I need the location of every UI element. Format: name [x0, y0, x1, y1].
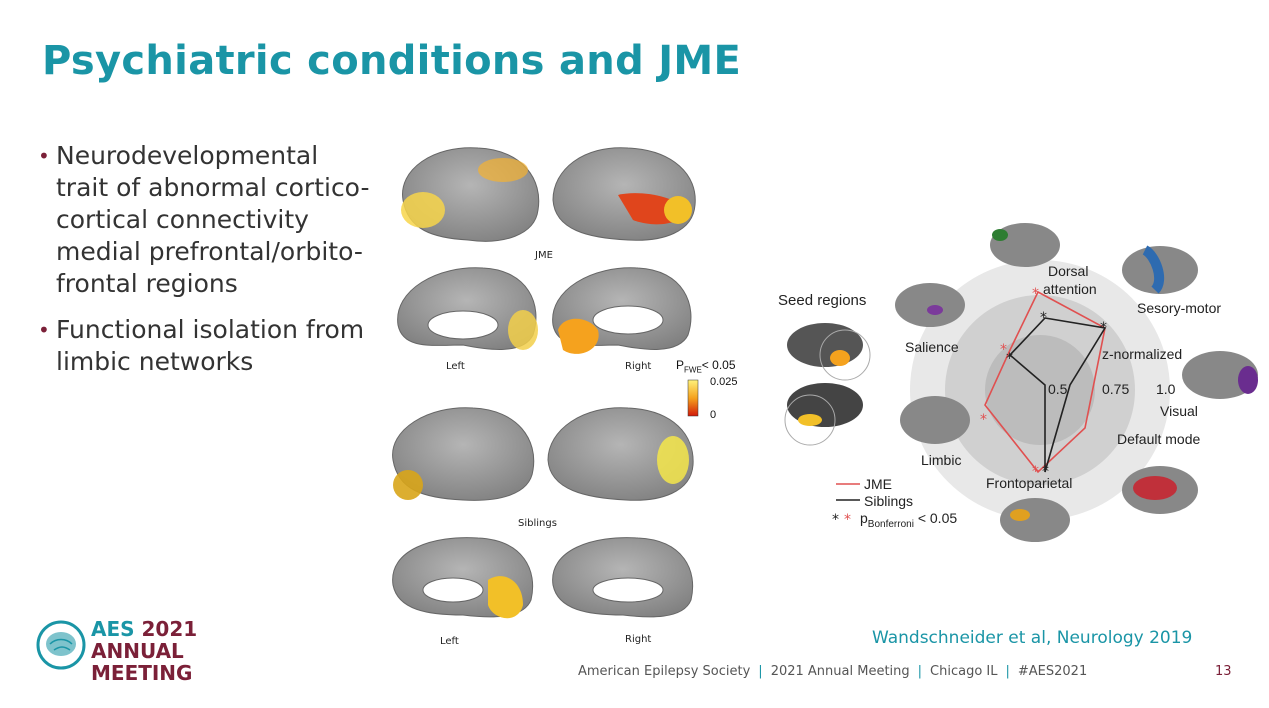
brain-siblings-medial-right — [552, 537, 694, 618]
group-label-siblings: Siblings — [518, 518, 557, 529]
brain-jme-lateral-right — [552, 147, 696, 241]
brain-sensory-motor-icon — [1122, 245, 1198, 294]
legend-pvalue-suffix: < 0.05 — [917, 510, 958, 526]
brain-jme-medial-left — [397, 267, 538, 350]
legend-pvalue: pBonferroni < 0.05 — [860, 510, 957, 530]
slide-title: Psychiatric conditions and JME — [42, 38, 742, 84]
star-siblings: * — [1100, 320, 1107, 336]
legend-siblings: Siblings — [864, 493, 914, 509]
star-siblings: * — [1042, 464, 1049, 480]
network-label-sensory-motor: Sesory-motor — [1137, 300, 1222, 316]
aes-logo: AES 2021 ANNUAL MEETING — [36, 618, 216, 690]
hemisphere-label-left: Left — [446, 361, 465, 372]
star-jme: * — [1032, 464, 1039, 480]
star-jme: * — [1000, 342, 1007, 358]
colorbar-tick-bottom: 0 — [710, 409, 717, 421]
brain-frontoparietal-icon — [1000, 498, 1070, 542]
seed-brain-icon — [787, 323, 871, 381]
footer: American Epilepsy Society | 2021 Annual Me… — [578, 664, 1087, 679]
legend-star-jme: * — [844, 512, 851, 528]
brain-siblings-medial-left — [392, 537, 534, 619]
legend-pvalue-sub: Bonferroni — [867, 518, 914, 530]
bullet-text: Neurodevelopmental trait of abnormal cor… — [56, 141, 370, 298]
logo-aes: AES — [91, 617, 135, 641]
legend-pvalue-prefix: p — [860, 510, 868, 526]
brain-siblings-lateral-right — [547, 407, 694, 501]
bullet-item: • Neurodevelopmental trait of abnormal c… — [38, 140, 378, 300]
radar-tick: 1.0 — [1156, 381, 1176, 397]
brain-visual-icon — [1182, 351, 1258, 399]
bullet-list: • Neurodevelopmental trait of abnormal c… — [38, 140, 378, 392]
brain-default-mode-icon — [1122, 466, 1198, 514]
hemisphere-label-right: Right — [625, 361, 652, 372]
logo-line-3: MEETING — [91, 661, 193, 685]
brain-dorsal-attention-icon — [990, 223, 1060, 267]
network-label-salience: Salience — [905, 339, 959, 355]
network-radar-figure: * * * * * * * * * * — [784, 223, 1258, 542]
z-normalized-label: z-normalized — [1102, 346, 1183, 362]
legend-star-siblings: * — [832, 512, 839, 528]
siblings-line — [1008, 317, 1107, 473]
footer-hashtag: #AES2021 — [1017, 664, 1088, 679]
logo-line-2: ANNUAL — [91, 639, 184, 663]
footer-separator: | — [917, 664, 923, 679]
network-label-dorsal-2: attention — [1043, 281, 1097, 297]
brain-maps-figure — [392, 147, 699, 619]
footer-separator: | — [758, 664, 763, 679]
page-number: 13 — [1215, 664, 1232, 679]
colorbar-tick-top: 0.025 — [710, 376, 738, 388]
brain-jme-lateral-left — [401, 147, 540, 242]
colorbar-title-p: P — [676, 358, 685, 372]
legend-jme: JME — [864, 476, 892, 492]
star-jme: * — [980, 412, 987, 428]
footer-separator: | — [1005, 664, 1010, 679]
footer-meeting: 2021 Annual Meeting — [770, 664, 910, 679]
colorbar-title: PFWE< 0.05 — [676, 358, 736, 374]
radar-tick: 0.75 — [1102, 381, 1130, 397]
network-label-default-mode: Default mode — [1117, 431, 1201, 447]
seed-regions-label: Seed regions — [778, 292, 867, 309]
logo-line-1: AES 2021 — [91, 618, 197, 640]
network-label-frontoparietal: Frontoparietal — [986, 475, 1073, 491]
radar-ring-inner — [985, 335, 1095, 445]
network-label-visual: Visual — [1160, 403, 1198, 419]
bullet-item: • Functional isolation from limbic netwo… — [38, 314, 378, 378]
brain-salience-icon — [895, 283, 965, 327]
citation: Wandschneider et al, Neurology 2019 — [872, 628, 1193, 648]
logo-year: 2021 — [141, 617, 198, 641]
colorbar-title-suffix: < 0.05 — [701, 358, 736, 372]
footer-location: Chicago IL — [930, 664, 998, 679]
star-siblings: * — [1040, 310, 1047, 326]
star-siblings: * — [1006, 351, 1013, 367]
radar-tick: 0.5 — [1048, 381, 1068, 397]
hemisphere-label-left: Left — [440, 636, 459, 647]
star-jme: * — [1032, 286, 1039, 302]
colorbar-title-sub: FWE — [684, 365, 702, 375]
footer-society: American Epilepsy Society — [578, 664, 751, 679]
network-label-limbic: Limbic — [921, 452, 962, 468]
colorbar — [687, 379, 699, 417]
logo-text: AES 2021 ANNUAL MEETING — [91, 618, 197, 684]
seed-brain-icon — [784, 383, 863, 446]
brain-logo-icon — [36, 620, 86, 670]
brain-jme-medial-right — [552, 267, 692, 354]
bullet-marker: • — [38, 318, 50, 342]
brain-siblings-lateral-left — [392, 407, 535, 501]
bullet-text: Functional isolation from limbic network… — [56, 315, 365, 376]
bullet-marker: • — [38, 144, 50, 168]
brain-limbic-icon — [900, 396, 970, 444]
group-label-jme: JME — [535, 250, 553, 261]
network-label-dorsal-1: Dorsal — [1048, 263, 1089, 279]
hemisphere-label-right: Right — [625, 634, 652, 645]
